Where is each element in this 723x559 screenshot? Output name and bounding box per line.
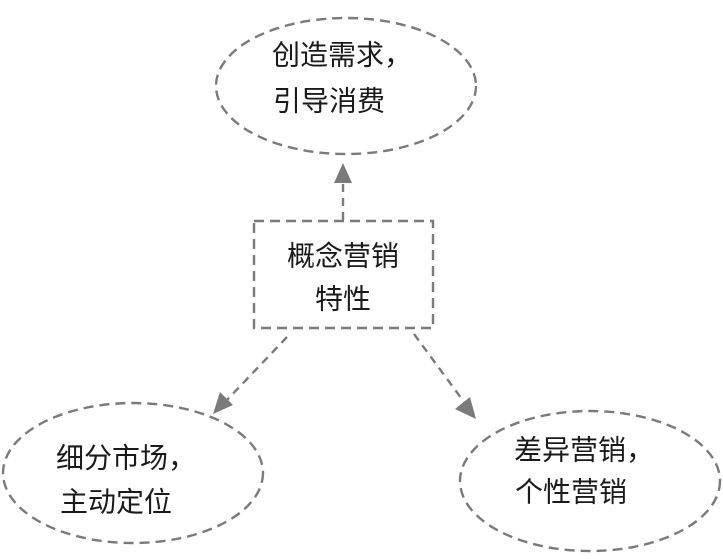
arrow-center-to-top (334, 163, 352, 220)
node-bottom-left-ellipse (1, 401, 265, 545)
node-bottom-right-line2: 个性营销 (515, 476, 627, 509)
arrow-center-to-bottom-left-head (213, 392, 233, 414)
node-top-line2: 引导消费 (273, 85, 385, 118)
node-bottom-left-line1: 细分市场， (56, 442, 196, 475)
arrow-center-to-bottom-left (213, 336, 288, 414)
node-center-box (252, 219, 435, 330)
node-bottom-left: 细分市场， 主动定位 (1, 401, 265, 545)
node-top-ellipse (214, 16, 478, 156)
arrow-center-to-bottom-right (413, 333, 476, 419)
node-bottom-left-line2: 主动定位 (60, 486, 172, 519)
arrow-center-to-bottom-right-head (455, 397, 476, 419)
node-top: 创造需求， 引导消费 (214, 16, 478, 156)
node-bottom-right: 差异营销， 个性营销 (458, 409, 722, 553)
arrow-center-to-bottom-left-line (226, 336, 288, 401)
node-center: 概念营销 特性 (252, 219, 435, 330)
arrow-center-to-top-head (334, 163, 352, 183)
node-bottom-right-ellipse (458, 409, 722, 553)
node-center-line1: 概念营销 (287, 240, 399, 273)
node-top-line1: 创造需求， (272, 39, 412, 72)
node-bottom-right-line1: 差异营销， (514, 434, 654, 467)
node-center-line2: 特性 (315, 283, 371, 316)
arrow-center-to-bottom-right-line (413, 333, 465, 403)
